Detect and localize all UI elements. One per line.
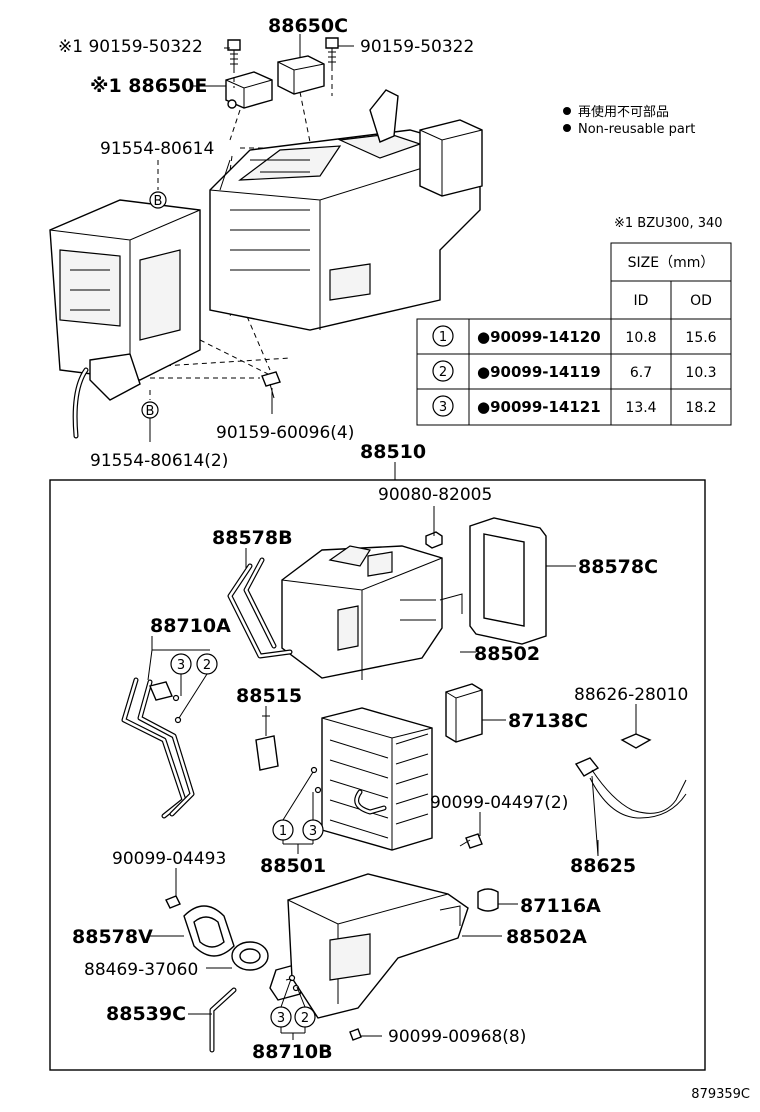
label-clip-bottom: 91554-80614(2) bbox=[90, 451, 228, 471]
label-assembly: 88510 bbox=[360, 441, 426, 463]
blower-unit-icon bbox=[49, 199, 201, 439]
seal-b-icon bbox=[227, 557, 293, 659]
label-screw-top: 90080-82005 bbox=[378, 485, 492, 505]
label-screw-left: ※1 90159-50322 bbox=[58, 37, 203, 57]
harness-icon bbox=[574, 757, 687, 819]
screw-right-icon bbox=[325, 37, 339, 66]
svg-text:●90099-14119: ●90099-14119 bbox=[477, 363, 601, 381]
svg-text:●90099-14121: ●90099-14121 bbox=[477, 398, 601, 416]
svg-text:15.6: 15.6 bbox=[685, 330, 716, 346]
label-tube-b: 88710B bbox=[252, 1041, 333, 1063]
grommet-icon bbox=[231, 941, 269, 971]
od-header: OD bbox=[690, 293, 712, 309]
svg-text:2: 2 bbox=[301, 1011, 309, 1026]
tube-a-icon bbox=[121, 677, 195, 819]
screw-bottom-icon bbox=[349, 1028, 362, 1041]
figure-code: 879359C bbox=[691, 1087, 750, 1102]
label-screw-bottom: 90099-00968(8) bbox=[388, 1027, 526, 1047]
label-grommet: 88469-37060 bbox=[84, 960, 198, 980]
svg-text:1: 1 bbox=[279, 824, 287, 839]
small-screw-icon bbox=[425, 531, 443, 549]
label-hose: 88539C bbox=[106, 1003, 186, 1025]
id-header: ID bbox=[634, 293, 649, 309]
mark-circle: 1 bbox=[272, 819, 294, 841]
label-sensor-c: 88650C bbox=[268, 15, 348, 37]
label-harness: 88625 bbox=[570, 855, 636, 877]
label-seal-b: 88578B bbox=[212, 527, 293, 549]
seal-frame-icon bbox=[469, 517, 547, 645]
screw-left-icon bbox=[227, 39, 241, 68]
svg-text:3: 3 bbox=[309, 824, 317, 839]
resistor-icon bbox=[445, 683, 483, 743]
sensor-88650c-icon bbox=[277, 55, 325, 95]
upper-case-icon bbox=[281, 545, 463, 680]
svg-text:3: 3 bbox=[439, 400, 447, 415]
svg-text:6.7: 6.7 bbox=[630, 365, 652, 381]
svg-text:18.2: 18.2 bbox=[685, 400, 716, 416]
harness-clip-icon bbox=[620, 712, 652, 749]
bolt-icon bbox=[261, 371, 281, 399]
label-sensor-e: ※1 88650E bbox=[90, 75, 207, 97]
svg-text:再使用不可部品: 再使用不可部品 bbox=[578, 104, 669, 120]
mark-circle: 3 bbox=[170, 653, 192, 675]
svg-text:2: 2 bbox=[203, 658, 211, 673]
assembly-frame bbox=[49, 479, 706, 1071]
screw-mid-icon bbox=[459, 833, 483, 849]
svg-text:10.3: 10.3 bbox=[685, 365, 716, 381]
svg-text:3: 3 bbox=[177, 658, 185, 673]
mark-circle: 2 bbox=[294, 1006, 316, 1028]
mark-circle: 3 bbox=[302, 819, 324, 841]
size-row: 1 ●90099-14120 10.8 15.6 bbox=[432, 325, 717, 347]
label-resistor: 87138C bbox=[508, 710, 588, 732]
hose-icon bbox=[209, 987, 237, 1053]
label-screw-right: 90159-50322 bbox=[360, 37, 474, 57]
svg-text:1: 1 bbox=[439, 330, 447, 345]
label-upper-case: 88502 bbox=[474, 643, 540, 665]
size-row: 2 ●90099-14119 6.7 10.3 bbox=[432, 360, 717, 382]
sensor-88650e-icon bbox=[225, 71, 273, 109]
svg-text:13.4: 13.4 bbox=[625, 400, 656, 416]
label-thermistor: 88515 bbox=[236, 685, 302, 707]
legend: 再使用不可部品 Non-reusable part bbox=[563, 104, 695, 137]
svg-text:10.8: 10.8 bbox=[625, 330, 656, 346]
label-clamp: 87116A bbox=[520, 895, 601, 917]
svg-text:2: 2 bbox=[439, 365, 447, 380]
label-lower-case: 88502A bbox=[506, 926, 587, 948]
label-screw-mid: 90099-04497(2) bbox=[430, 793, 568, 813]
size-row: 3 ●90099-14121 13.4 18.2 bbox=[432, 395, 717, 417]
label-seal-c: 88578C bbox=[578, 556, 658, 578]
svg-text:B: B bbox=[146, 404, 155, 419]
evaporator-icon bbox=[321, 707, 433, 851]
clamp-icon bbox=[477, 888, 499, 912]
svg-text:B: B bbox=[154, 194, 163, 209]
svg-text:3: 3 bbox=[277, 1011, 285, 1026]
ref-b-bottom: B bbox=[141, 401, 159, 419]
heater-unit-icon bbox=[209, 89, 483, 331]
label-bolt: 90159-60096(4) bbox=[216, 423, 354, 443]
thermistor-icon bbox=[255, 715, 279, 771]
label-tube-a: 88710A bbox=[150, 615, 231, 637]
mark-circle: 3 bbox=[270, 1006, 292, 1028]
lower-case-icon bbox=[287, 873, 469, 1019]
svg-text:●90099-14120: ●90099-14120 bbox=[477, 328, 601, 346]
label-screw-low: 90099-04493 bbox=[112, 849, 226, 869]
model-note: ※1 BZU300, 340 bbox=[614, 216, 723, 231]
ref-b-top: B bbox=[149, 191, 167, 209]
svg-text:Non-reusable part: Non-reusable part bbox=[578, 122, 695, 137]
seal-v-icon bbox=[183, 905, 235, 957]
mark-circle: 2 bbox=[196, 653, 218, 675]
size-header: SIZE（mm） bbox=[628, 255, 715, 271]
size-table: SIZE（mm） ID OD 1 ●90099-14120 10.8 15.6 … bbox=[416, 242, 732, 426]
screw-low-icon bbox=[165, 895, 181, 909]
label-evaporator: 88501 bbox=[260, 855, 326, 877]
label-clip-top: 91554-80614 bbox=[100, 139, 214, 159]
label-seal-v: 88578V bbox=[72, 926, 153, 948]
label-harness-clip: 88626-28010 bbox=[574, 685, 688, 705]
